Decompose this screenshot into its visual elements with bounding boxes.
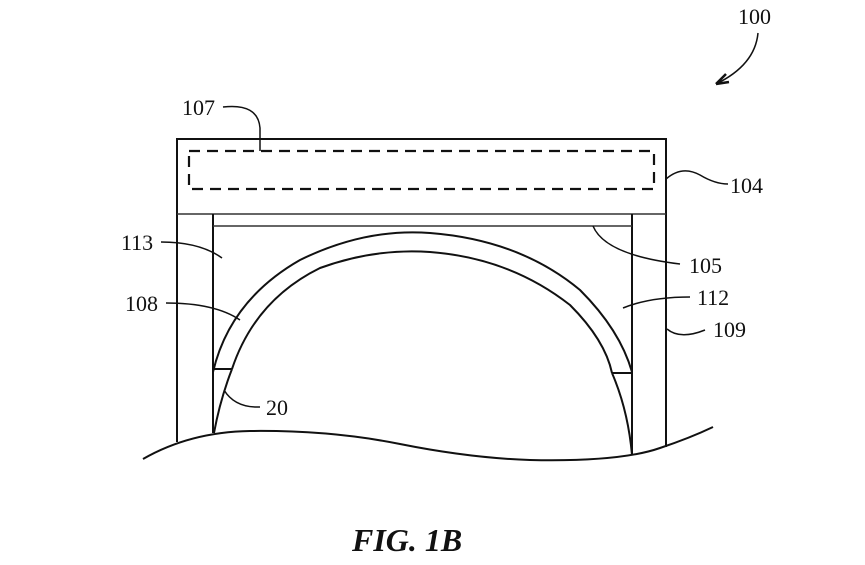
label-105: 105	[689, 253, 722, 278]
leader-112	[622, 296, 691, 309]
lens-108-outer-arc	[212, 231, 633, 373]
eye-20-left-curve	[213, 368, 233, 434]
leader-108	[165, 302, 241, 321]
label-107: 107	[182, 95, 215, 120]
label-20: 20	[266, 395, 288, 420]
leader-20	[223, 389, 261, 408]
leader-113	[160, 241, 223, 259]
component-107-dashed-box	[187, 149, 656, 191]
figure-caption: FIG. 1B	[351, 522, 462, 558]
leader-100	[715, 32, 759, 85]
face-contour	[142, 426, 714, 462]
housing-104	[176, 138, 667, 447]
arrowhead-100-icon	[715, 73, 730, 86]
label-112: 112	[697, 285, 729, 310]
housing-outline	[176, 138, 667, 447]
label-113: 113	[121, 230, 153, 255]
leader-105	[592, 225, 681, 265]
lens-108-inner-arc	[231, 250, 613, 374]
leader-109	[666, 328, 706, 336]
label-104: 104	[730, 173, 763, 198]
leader-107	[222, 105, 261, 151]
label-100: 100	[738, 4, 771, 29]
leader-104	[665, 170, 729, 185]
label-108: 108	[125, 291, 158, 316]
eye-20-right-curve	[611, 372, 633, 456]
label-109: 109	[713, 317, 746, 342]
